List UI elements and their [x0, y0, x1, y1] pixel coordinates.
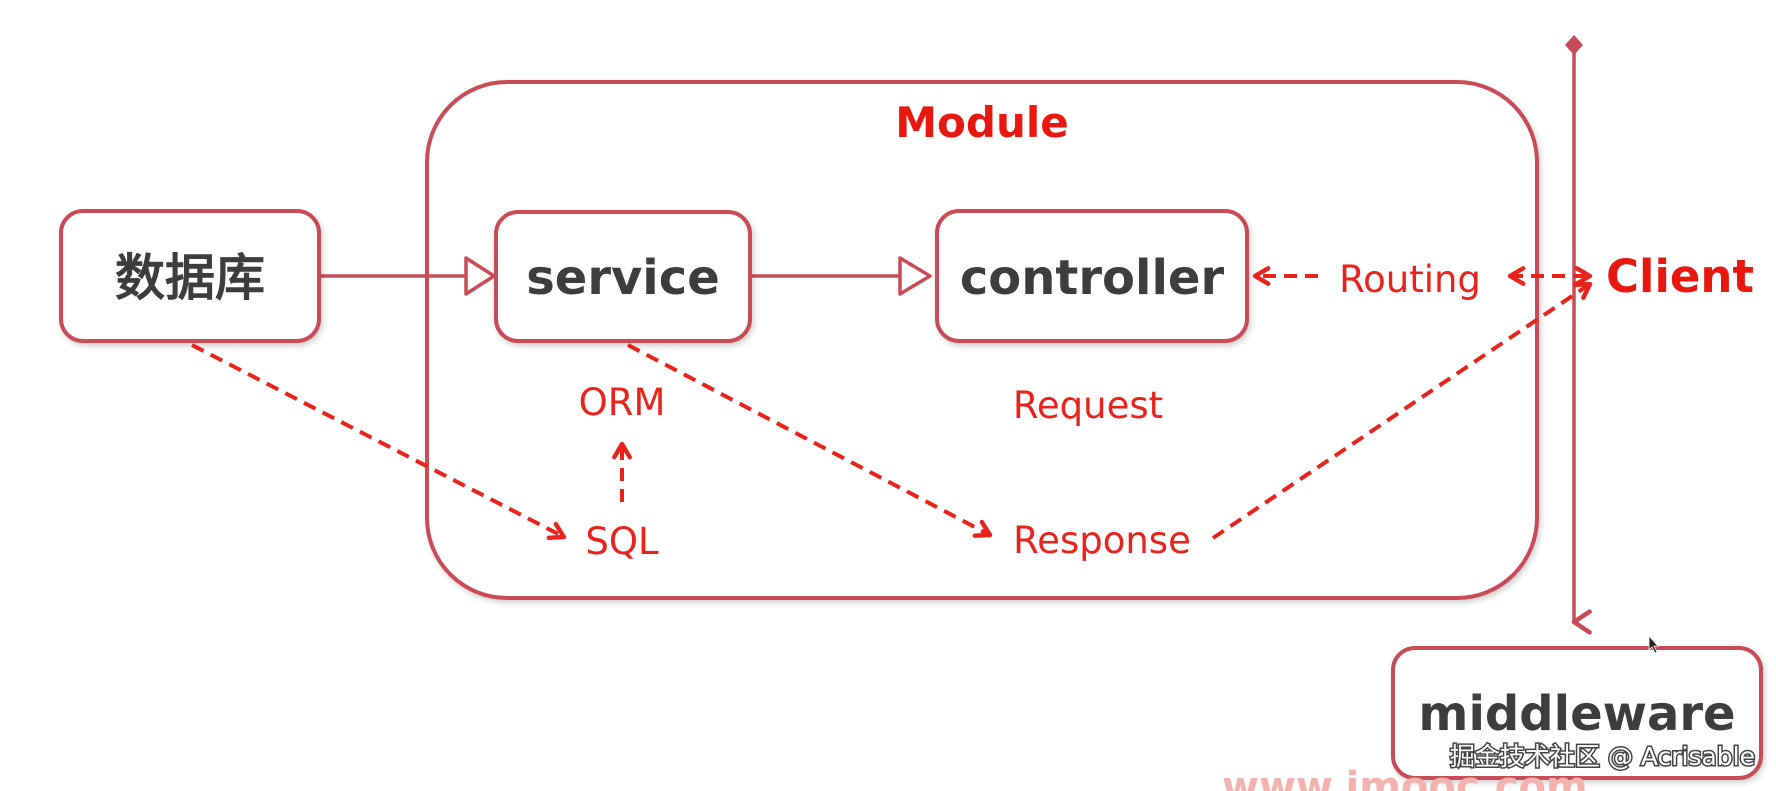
controller-node-label: controller — [960, 250, 1225, 306]
mouse-cursor-icon — [1648, 634, 1659, 654]
routing-label: Routing — [1339, 258, 1481, 301]
database-node-label: 数据库 — [115, 249, 265, 307]
imooc-watermark: www.imooc.com — [1222, 764, 1588, 791]
juejin-watermark: 掘金技术社区 @ Acrisable — [1450, 742, 1755, 771]
database-node: 数据库 — [59, 209, 321, 343]
request-lifecycle-axis — [1565, 35, 1592, 635]
orm-label: ORM — [579, 381, 666, 424]
middleware-node-label: middleware — [1418, 686, 1735, 742]
database-to-sql-arrow — [191, 343, 567, 540]
response-label: Response — [1013, 519, 1191, 562]
service-node: service — [494, 210, 752, 343]
service-node-label: service — [526, 250, 720, 306]
response-to-client-arrow — [1211, 281, 1593, 540]
controller-node: controller — [935, 209, 1249, 343]
request-label: Request — [1013, 384, 1163, 427]
sql-label: SQL — [585, 520, 659, 563]
middleware-node: middleware — [1391, 646, 1763, 780]
client-label: Client — [1606, 250, 1754, 303]
module-title: Module — [895, 98, 1069, 147]
flow-service-to-controller — [752, 256, 932, 296]
flow-database-to-service — [321, 256, 496, 296]
service-to-response-arrow — [627, 343, 993, 538]
